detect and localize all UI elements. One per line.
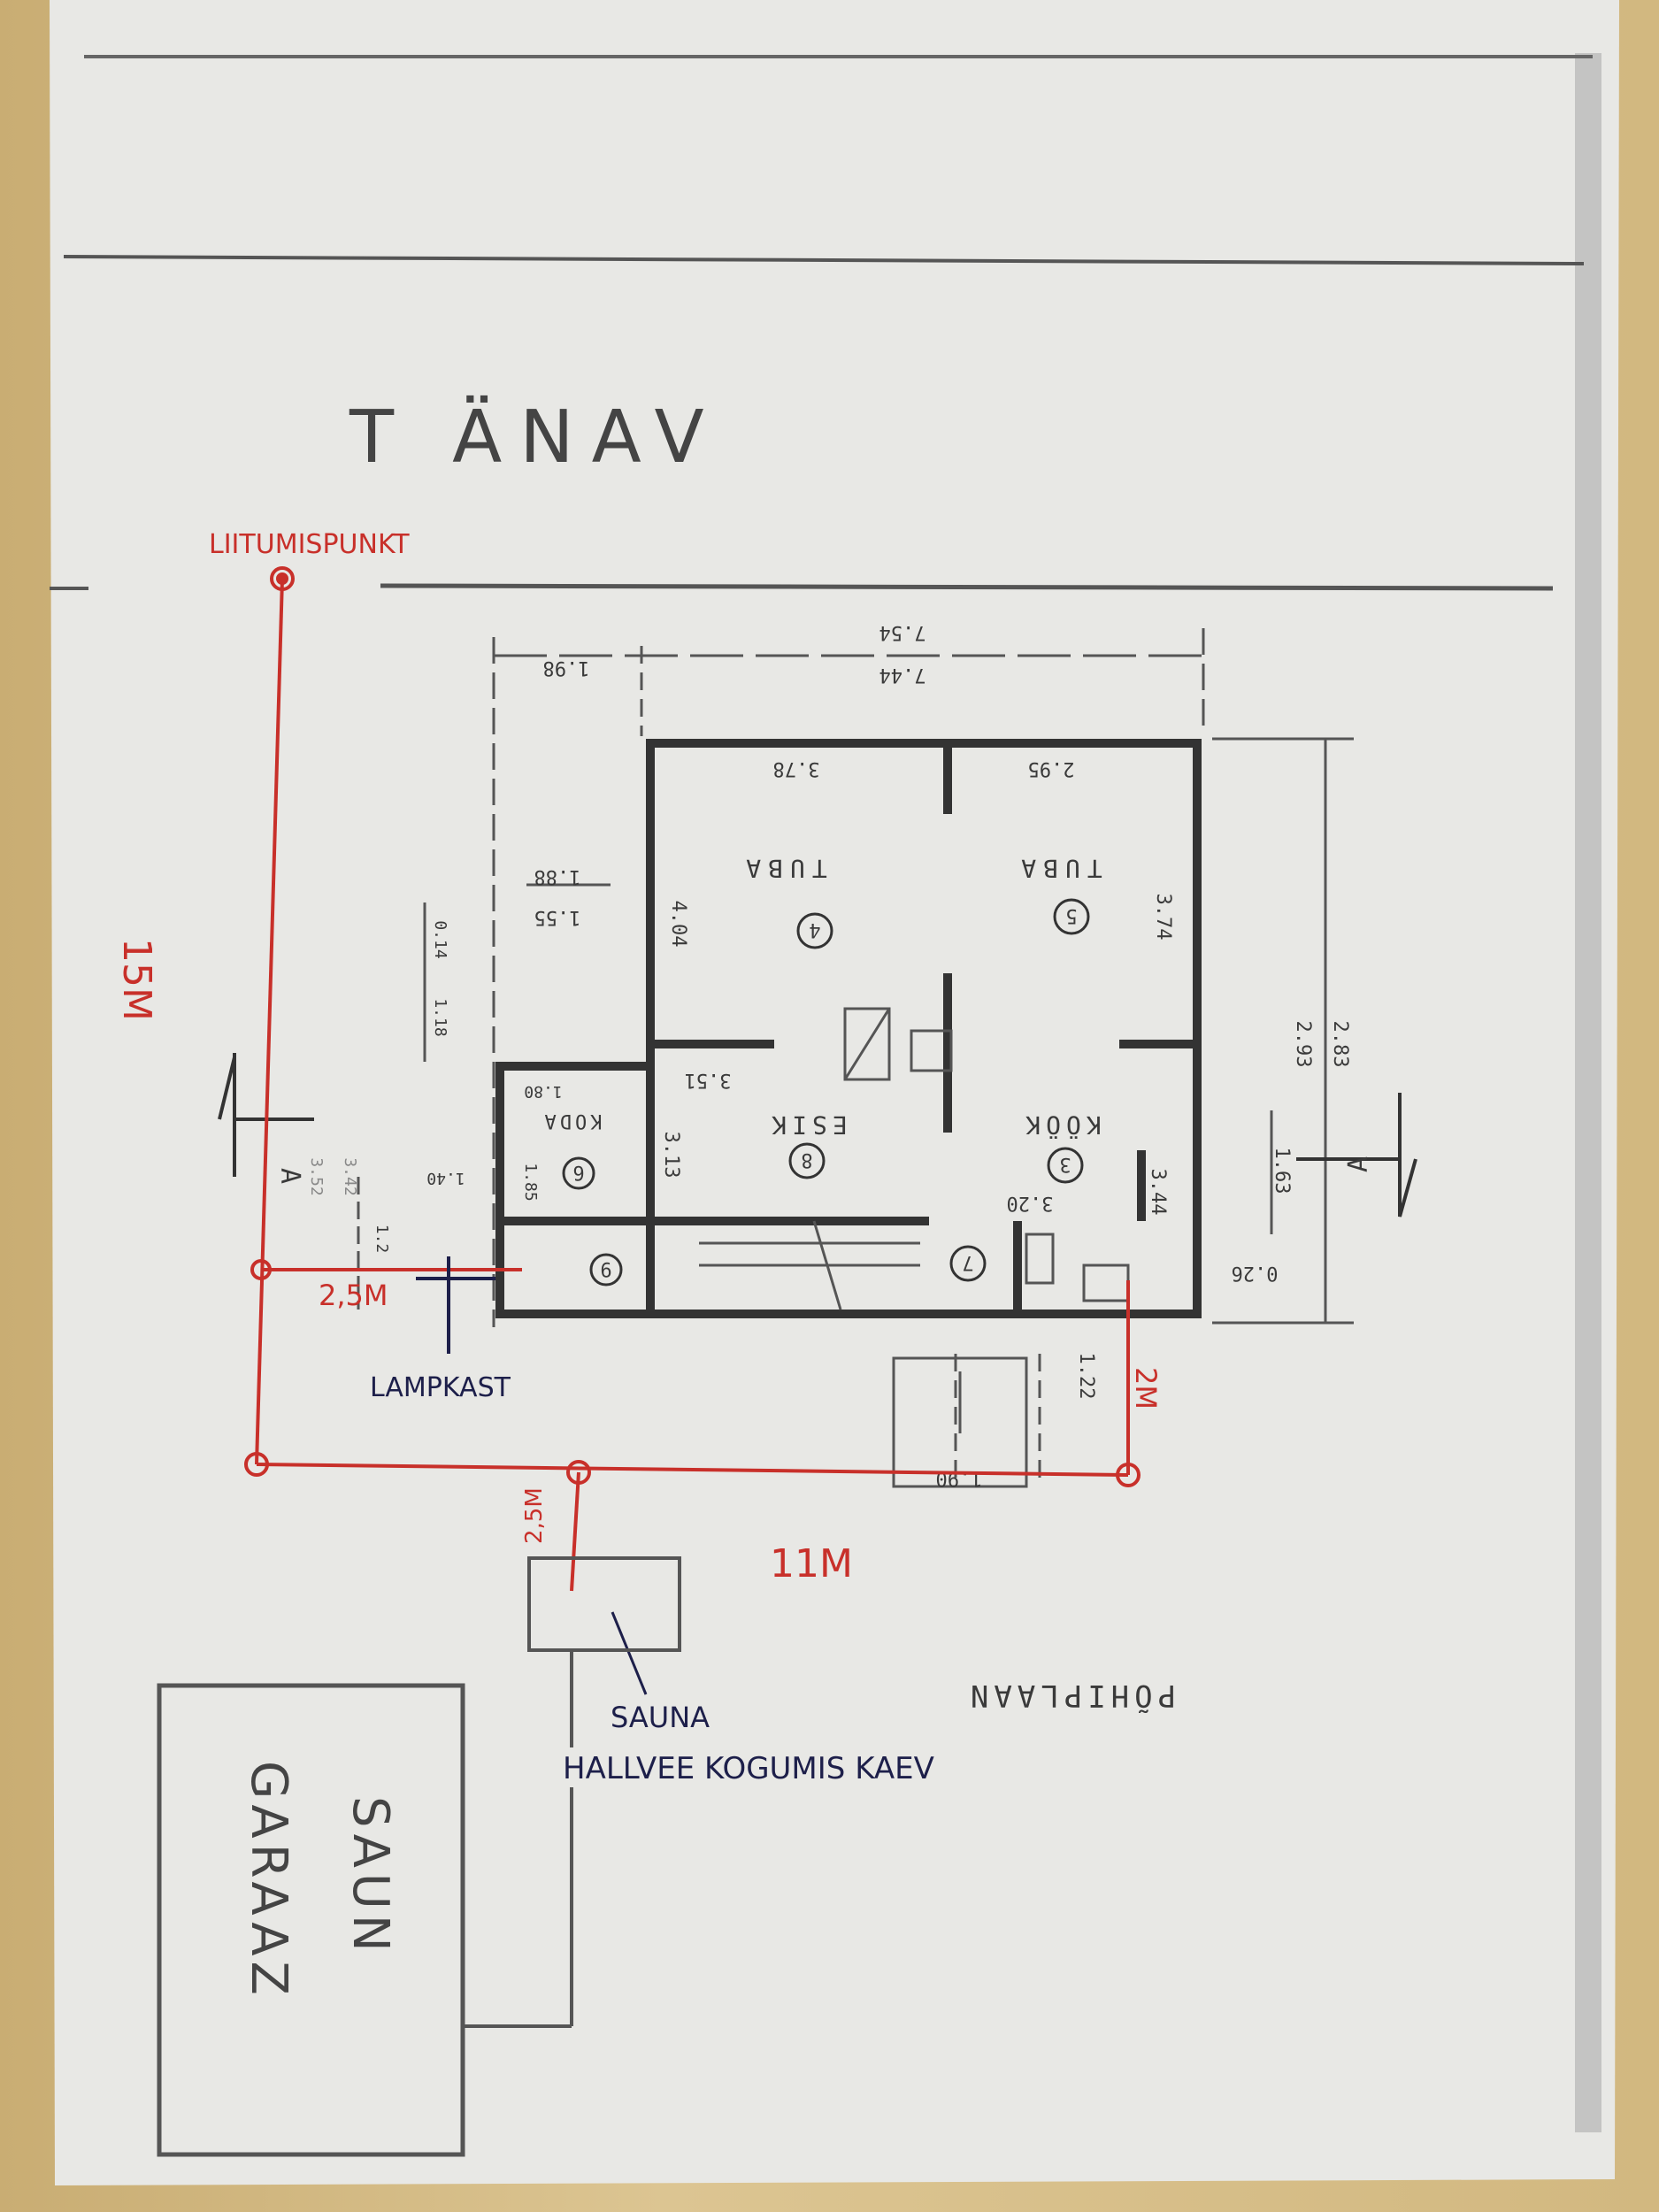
dimension-label: 1.80 <box>524 1082 562 1101</box>
greywater-well-label: HALLVEE KOGUMIS KAEV <box>563 1751 934 1786</box>
dimension-label: 3.44 <box>1147 1169 1169 1216</box>
red-connection-points <box>244 566 1141 1487</box>
distance-label-2m: 2M <box>1129 1367 1163 1409</box>
house-walls <box>495 739 1202 1318</box>
dimension-label: 1.98 <box>543 657 590 679</box>
street-line <box>380 583 1554 591</box>
dimension-label: 1.22 <box>1075 1353 1097 1400</box>
dimension-label: 3.78 <box>773 757 820 780</box>
lampkast-label: LAMPKAST <box>370 1372 511 1403</box>
sauna-garage-building <box>157 1683 465 2157</box>
room-number: 4 <box>809 918 820 941</box>
leader-line <box>611 1611 648 1695</box>
dimension-label: 0.26 <box>1232 1262 1279 1284</box>
house-details <box>699 1007 1130 1488</box>
dimension-lines <box>357 628 1354 1486</box>
room-label: TUBA <box>739 854 826 883</box>
sauna-garage-label: GARAAZ <box>240 1761 297 2001</box>
room-number: 3 <box>1059 1153 1071 1175</box>
dimension-label: 4.04 <box>667 901 689 948</box>
distance-label-11m: 11M <box>770 1541 853 1586</box>
dimension-label: 1.40 <box>426 1169 465 1187</box>
room-number-circles: 4 5 8 3 6 9 7 <box>562 898 1090 1286</box>
dimension-label: 7.54 <box>879 621 926 643</box>
dimension-label: 1.88 <box>534 865 581 887</box>
dimension-label: 2.95 <box>1028 757 1075 780</box>
room-number: 6 <box>572 1161 584 1183</box>
sauna-garage-label: SAUN <box>342 1796 399 1957</box>
dimension-label: 3.51 <box>685 1069 732 1091</box>
red-plot-lines <box>255 578 1130 1592</box>
room-number: 5 <box>1065 904 1077 926</box>
dimension-label: 2.93 <box>1292 1021 1314 1068</box>
section-label: A <box>1343 1156 1374 1172</box>
street-title: T ÄNAV <box>349 396 722 480</box>
room-label: KÖÖK <box>1020 1110 1101 1141</box>
dimension-label: 3.20 <box>1007 1192 1054 1214</box>
connection-point-label: LIITUMISPUNKT <box>209 529 410 560</box>
lampkast-marker <box>416 1256 495 1354</box>
dimension-label: 1.85 <box>521 1163 540 1201</box>
dimension-label: 3.52 <box>307 1157 326 1195</box>
section-marker-left <box>218 1053 314 1177</box>
room-label: TUBA <box>1014 854 1102 883</box>
dimension-label: 0.14 <box>431 920 449 958</box>
greywater-well-box <box>463 1556 681 2028</box>
dimension-label: 7.44 <box>879 664 926 686</box>
section-marker-right <box>1296 1093 1417 1217</box>
distance-label-2-5m-b: 2,5M <box>521 1487 548 1544</box>
dimension-label: 1.90 <box>936 1467 983 1489</box>
dimension-label: 1.2 <box>373 1225 391 1254</box>
dimension-label: 1.55 <box>534 906 581 928</box>
paper-sheet <box>50 0 1619 2185</box>
sauna-label: SAUNA <box>611 1701 710 1734</box>
dimension-label: 1.63 <box>1271 1148 1293 1194</box>
distance-label-15m: 15M <box>114 938 159 1021</box>
room-number: 8 <box>801 1148 812 1171</box>
toner-edge <box>1575 53 1601 2132</box>
distance-label-2-5m: 2,5M <box>319 1279 388 1312</box>
dimension-label: 3.13 <box>660 1132 682 1179</box>
plan-title: PÕHIPLAAN <box>965 1678 1176 1714</box>
room-number: 9 <box>600 1257 611 1279</box>
room-label: ESIK <box>766 1110 847 1140</box>
border-line <box>63 255 1585 265</box>
dimension-label: 2.83 <box>1329 1021 1351 1068</box>
dimension-label: 1.18 <box>431 998 449 1036</box>
room-label: KODA <box>541 1110 603 1132</box>
dimension-label: 3.42 <box>341 1157 359 1195</box>
room-number: 7 <box>962 1251 973 1273</box>
dimension-label: 3.74 <box>1152 894 1174 941</box>
section-label: A <box>274 1168 305 1184</box>
